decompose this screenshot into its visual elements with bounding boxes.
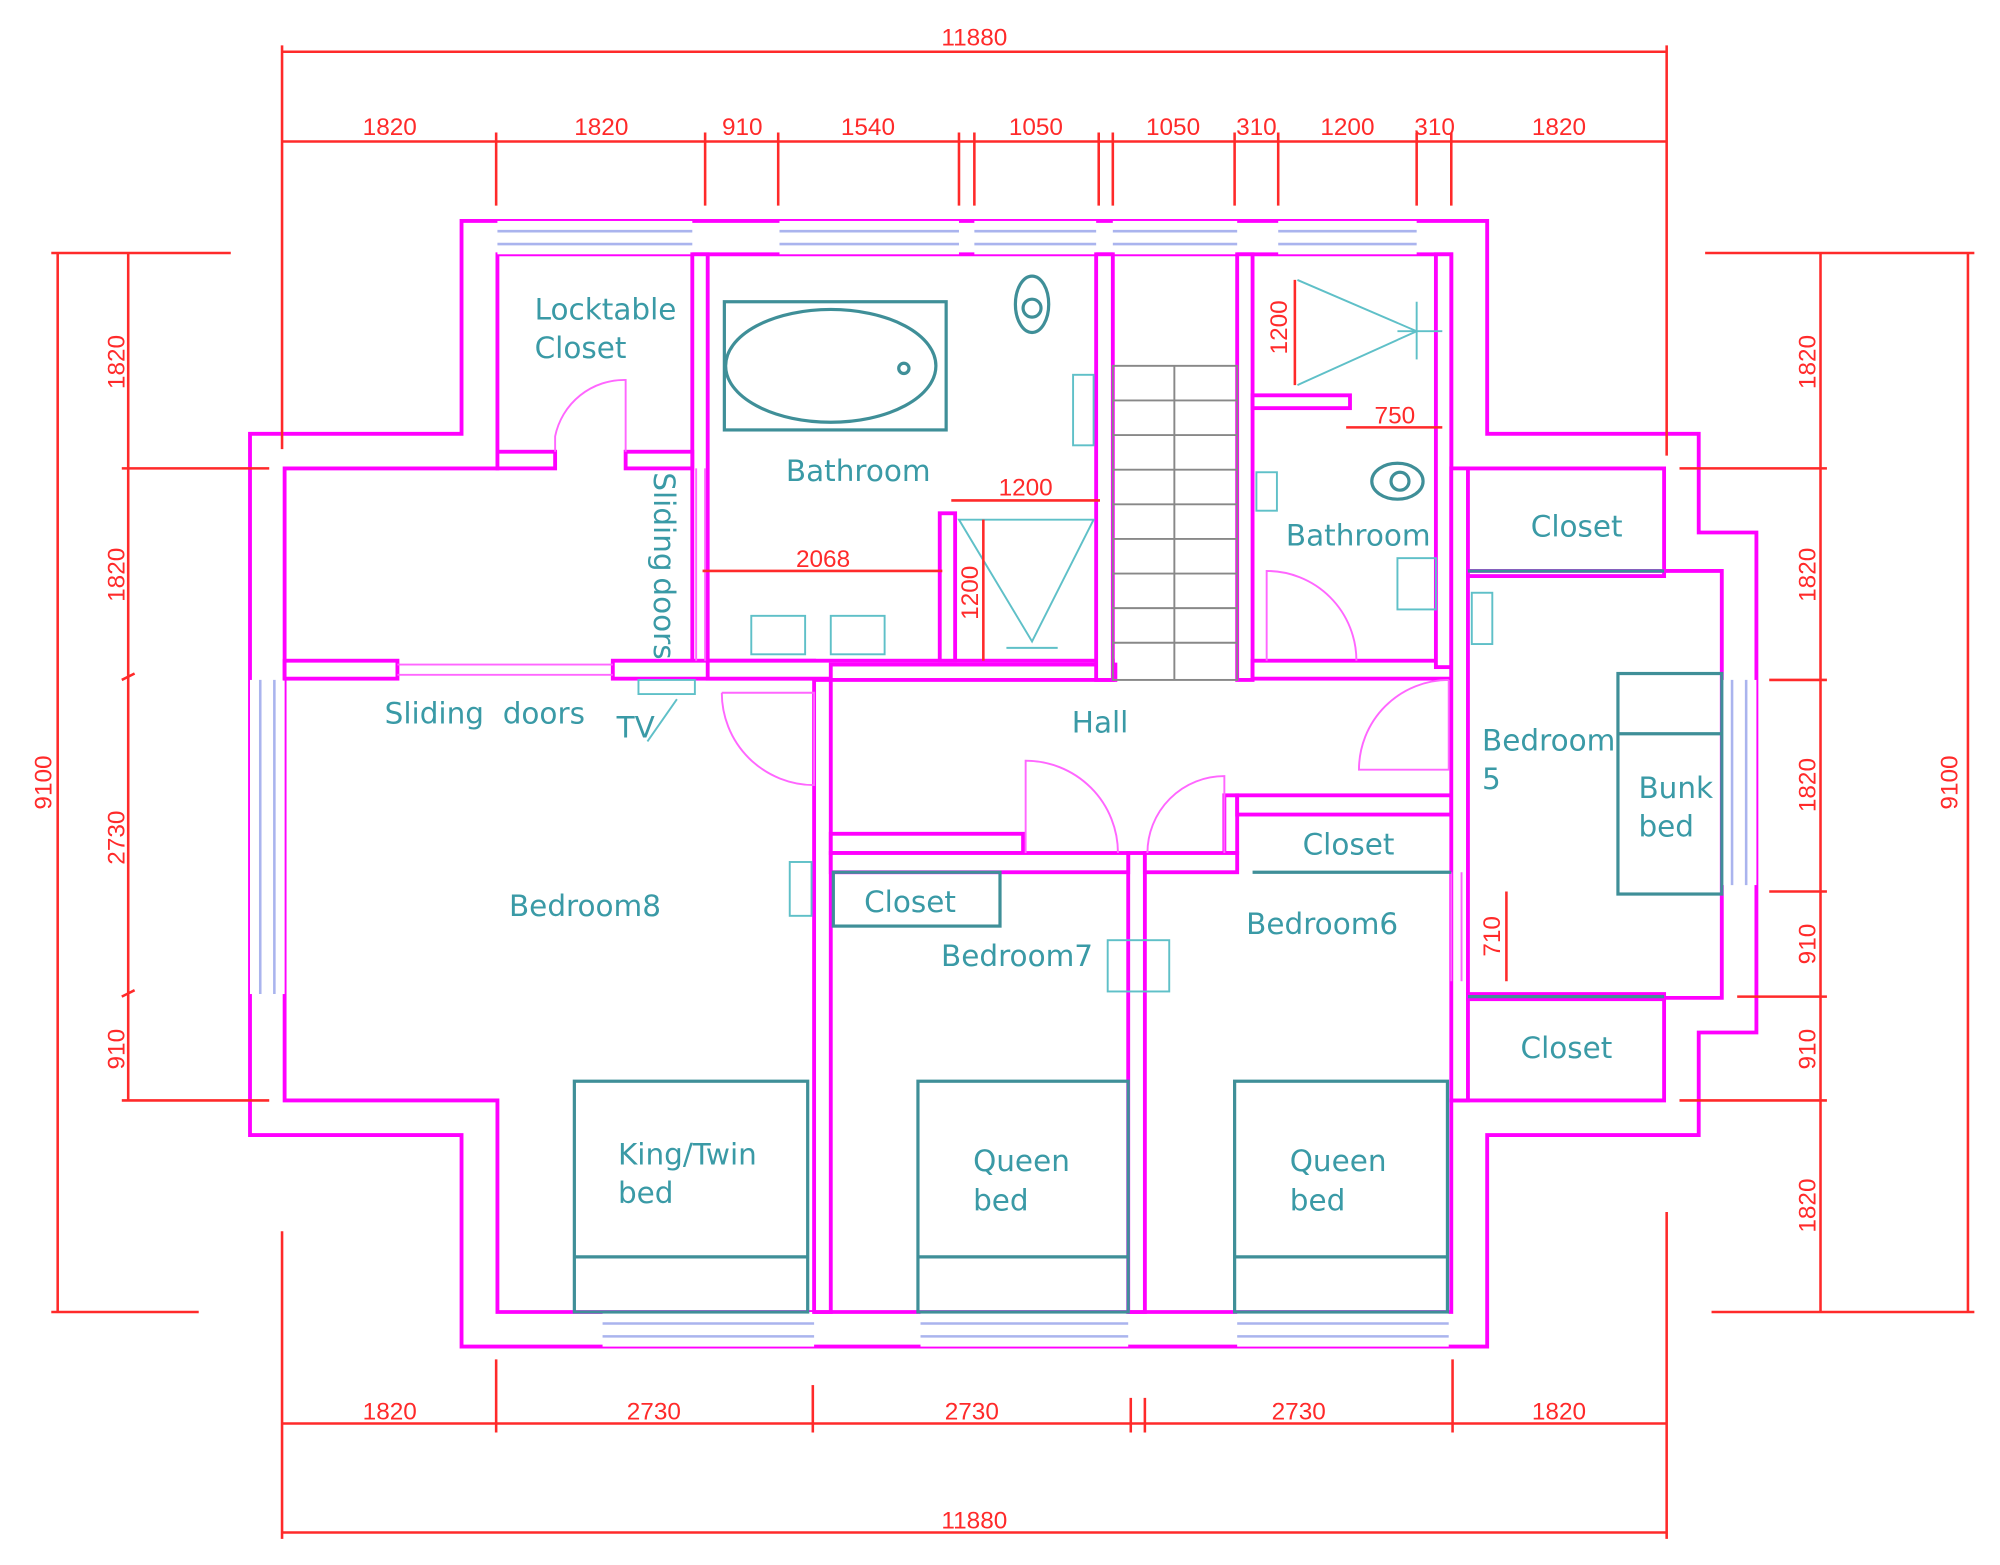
dim-left-total: 9100 [30, 755, 57, 809]
dim-top: 1050 [1146, 114, 1200, 141]
label-sliding: Sliding [647, 472, 681, 571]
doors [554, 378, 1463, 982]
dim-top: 910 [722, 114, 763, 141]
dim-right: 1820 [1794, 1178, 1821, 1232]
label-locktable-closet: Closet [535, 331, 627, 365]
stairs [1111, 364, 1239, 681]
interior-walls [282, 252, 1667, 1314]
label-bathroom-second: Bathroom [1286, 518, 1431, 552]
dim-top: 1050 [1009, 114, 1063, 141]
label-bed8-2: bed [618, 1176, 674, 1210]
dim-interior: 710 [1479, 916, 1506, 957]
dim-left: 2730 [103, 811, 130, 865]
label-hall: Hall [1072, 706, 1129, 740]
dim-left: 910 [103, 1029, 130, 1070]
label-bedroom5-number: 5 [1482, 762, 1501, 796]
sink-icon [750, 614, 807, 656]
dimension-lines [51, 45, 1975, 1539]
sink-icon [829, 614, 886, 656]
dim-interior: 1200 [999, 474, 1053, 501]
fixtures [572, 274, 1724, 1314]
label-locktable: Locktable [535, 293, 677, 327]
label-bed8: King/Twin [618, 1138, 757, 1172]
dim-left: 1820 [103, 548, 130, 602]
dim-right: 1820 [1794, 548, 1821, 602]
label-bedroom7: Bedroom7 [941, 939, 1093, 973]
label-tv: TV [616, 711, 655, 745]
dim-top: 1540 [841, 114, 895, 141]
bunk-bed [1616, 671, 1724, 896]
dim-right-total: 9100 [1937, 755, 1964, 809]
dim-bottom: 2730 [1272, 1399, 1326, 1426]
label-bed7: Queen [973, 1144, 1070, 1178]
dimension-labels: 11880 1820 1820 910 1540 1050 1050 310 1… [30, 24, 1963, 1534]
dim-top: 310 [1414, 114, 1455, 141]
tv-icon [637, 678, 696, 743]
dim-right: 1820 [1794, 758, 1821, 812]
dim-bottom: 2730 [945, 1399, 999, 1426]
label-bedroom8: Bedroom8 [509, 889, 661, 923]
label-bed6: Queen [1290, 1144, 1387, 1178]
dim-right: 1820 [1794, 335, 1821, 389]
label-bunk-2: bed [1638, 809, 1694, 843]
dim-bottom-total: 11880 [941, 1508, 1007, 1535]
dim-bottom: 2730 [627, 1399, 681, 1426]
bed-bedroom7 [916, 1079, 1130, 1314]
label-sliding-doors: Sliding doors [385, 697, 585, 731]
dim-left: 1820 [103, 335, 130, 389]
toilet-icon [1013, 274, 1051, 335]
toilet-icon [1370, 461, 1425, 501]
label-closet-bedroom7: Closet [864, 885, 956, 919]
label-bed6-2: bed [1290, 1184, 1346, 1218]
dim-bottom: 1820 [363, 1399, 417, 1426]
label-bed7-2: bed [973, 1184, 1029, 1218]
label-bedroom6: Bedroom6 [1246, 907, 1398, 941]
dim-top: 1200 [1320, 114, 1374, 141]
bathtub [722, 300, 948, 432]
dim-top: 1820 [1532, 114, 1586, 141]
shower-icon [1297, 279, 1420, 386]
shower-icon [957, 518, 1096, 644]
windows [250, 220, 1757, 1347]
label-bathroom-main: Bathroom [786, 454, 931, 488]
room-labels: Locktable Closet Bathroom Bathroom Slidi… [385, 293, 1713, 1218]
dim-right: 910 [1794, 1029, 1821, 1070]
dim-top: 310 [1236, 114, 1277, 141]
label-doors: doors [647, 577, 681, 659]
dim-right: 910 [1794, 924, 1821, 965]
dim-interior: 750 [1375, 403, 1416, 430]
dim-bottom: 1820 [1532, 1399, 1586, 1426]
dim-interior: 1200 [1266, 300, 1293, 354]
label-bunk: Bunk [1638, 771, 1713, 805]
label-closet-bedroom5-bottom: Closet [1521, 1031, 1613, 1065]
label-closet-bedroom6: Closet [1303, 827, 1395, 861]
label-closet-bedroom5-top: Closet [1531, 509, 1623, 543]
sink-icon [1396, 557, 1437, 611]
dim-interior: 2068 [796, 546, 850, 573]
dim-top-total: 11880 [941, 24, 1007, 51]
bed-bedroom6 [1233, 1079, 1450, 1314]
dim-interior: 1200 [957, 566, 984, 620]
dim-top: 1820 [574, 114, 628, 141]
label-bedroom5: Bedroom [1482, 723, 1615, 757]
bed-bedroom8 [572, 1079, 810, 1314]
dim-top: 1820 [363, 114, 417, 141]
